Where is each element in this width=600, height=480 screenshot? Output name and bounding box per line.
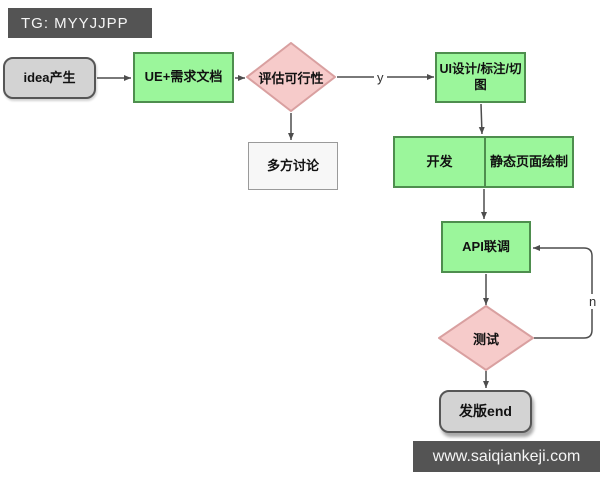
diamond-shape <box>246 42 336 112</box>
node-ue-doc-label: UE+需求文档 <box>144 69 223 85</box>
node-dev-label: 开发 <box>426 153 453 169</box>
watermark-top: TG: MYYJJPP <box>8 8 152 38</box>
node-ue-doc: UE+需求文档 <box>133 52 234 103</box>
node-static-pages-label: 静态页面绘制 <box>489 153 568 169</box>
edge-label-no: n <box>586 294 600 309</box>
node-start-label: idea产生 <box>23 69 76 85</box>
node-dev-row: 开发 静态页面绘制 <box>393 136 574 188</box>
watermark-bottom-text: www.saiqiankeji.com <box>432 447 581 465</box>
node-ui-design-label: UI设计/标注/切图 <box>439 61 522 92</box>
node-test-decision: 测试 <box>438 305 534 371</box>
node-feasibility-label: 评估可行性 <box>258 70 324 86</box>
node-release-label: 发版end <box>459 402 512 419</box>
node-dev: 开发 <box>395 138 486 186</box>
watermark-bottom: www.saiqiankeji.com <box>413 441 600 472</box>
node-static-pages: 静态页面绘制 <box>486 138 572 186</box>
watermark-top-text: TG: MYYJJPP <box>21 14 129 32</box>
node-feasibility-decision: 评估可行性 <box>246 42 336 112</box>
edge-label-yes: y <box>374 70 387 85</box>
node-release-end: 发版end <box>439 390 532 433</box>
node-discussion-label: 多方讨论 <box>266 157 319 173</box>
node-ui-design: UI设计/标注/切图 <box>435 52 526 103</box>
node-api-joint: API联调 <box>441 221 531 273</box>
connector-uidesign-to-devrow <box>478 103 485 135</box>
node-start-idea: idea产生 <box>3 57 96 99</box>
node-discussion: 多方讨论 <box>248 142 338 190</box>
node-api-joint-label: API联调 <box>462 238 510 254</box>
diamond-shape <box>438 305 534 371</box>
node-test-label: 测试 <box>472 331 499 347</box>
connector-test-no-loop-to-api <box>533 245 593 339</box>
